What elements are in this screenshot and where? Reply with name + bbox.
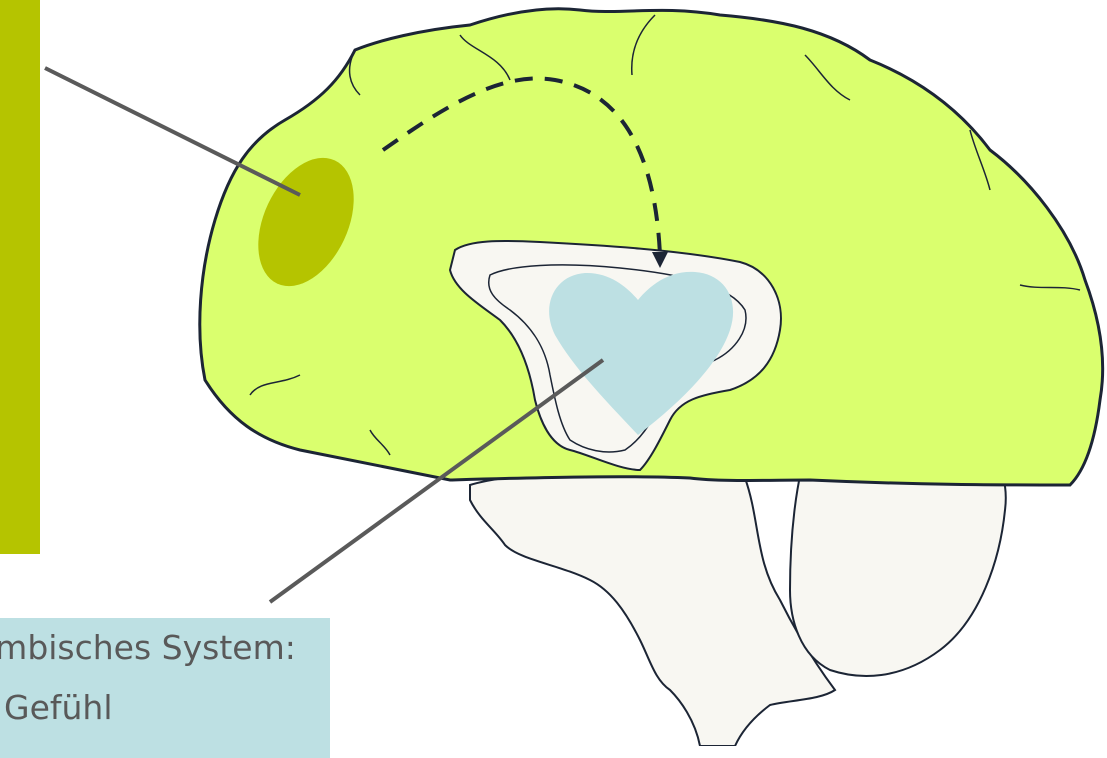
connection-arrow <box>381 76 662 256</box>
heart-icon <box>549 271 734 435</box>
sulcus <box>249 374 301 396</box>
cerebral-cortex <box>198 7 1105 487</box>
prefrontal-spot <box>258 157 354 287</box>
sulcus <box>969 129 991 191</box>
limbic-label-line1: imbisches System: <box>0 628 296 667</box>
limbic-system-label: imbisches System: Gefühl <box>0 618 330 758</box>
pointer-line-prefrontal <box>44 66 301 197</box>
sulcus <box>369 429 391 456</box>
sulcus <box>459 34 511 81</box>
arrow-down-icon <box>652 252 668 268</box>
sulcus <box>804 54 851 101</box>
accent-bar <box>0 0 40 554</box>
limbic-label-line2: Gefühl <box>4 688 113 727</box>
sulcus <box>631 14 656 76</box>
sulcus <box>348 49 361 96</box>
sulcus <box>1019 284 1081 291</box>
brainstem <box>469 471 837 746</box>
pointer-line-limbic <box>268 358 605 604</box>
